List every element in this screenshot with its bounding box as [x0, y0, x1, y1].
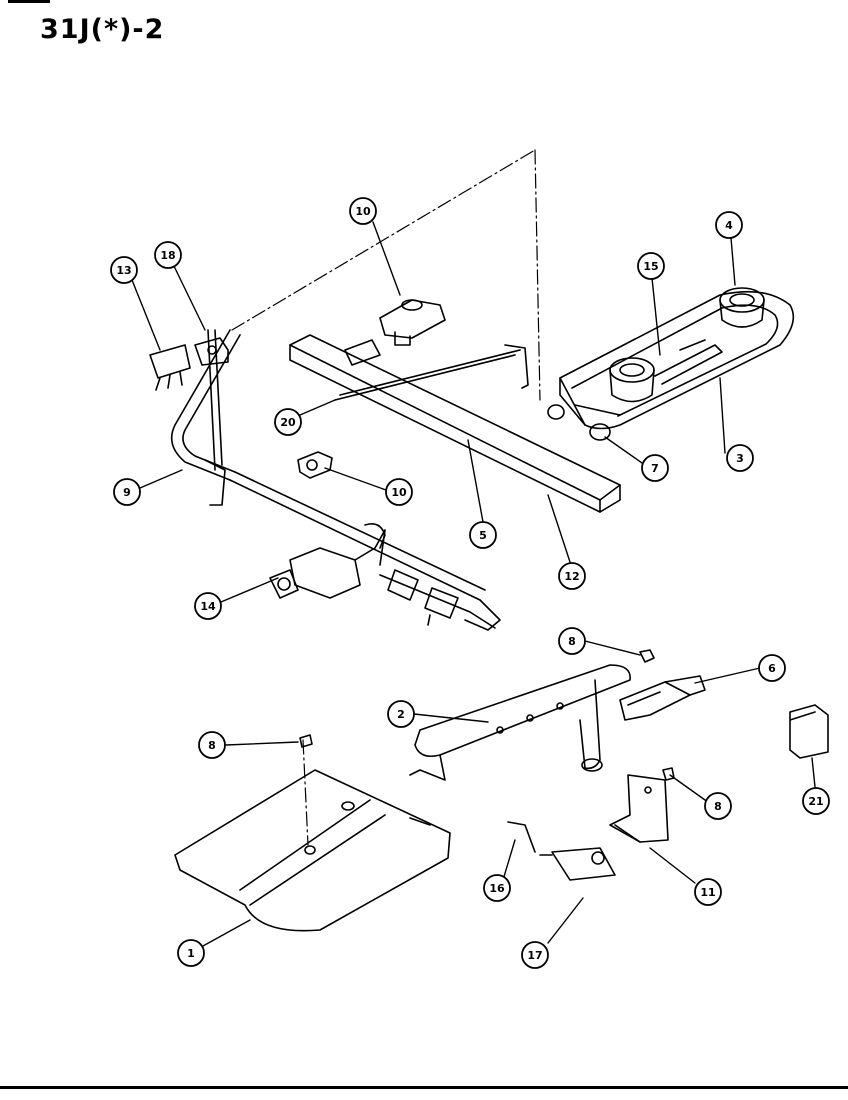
callout-18-top: 18: [154, 241, 182, 269]
small-clips: [299, 649, 675, 781]
svg-text:11: 11: [700, 886, 715, 899]
support-bracket: [609, 774, 669, 843]
callout-21: 21: [802, 787, 830, 815]
svg-text:9: 9: [123, 486, 131, 499]
svg-text:6: 6: [768, 662, 776, 675]
svg-text:17: 17: [527, 949, 542, 962]
svg-text:12: 12: [564, 570, 579, 583]
svg-text:18: 18: [160, 249, 175, 262]
callout-10-lower: 10: [385, 478, 413, 506]
callout-15: 15: [637, 252, 665, 280]
svg-text:8: 8: [208, 739, 216, 752]
svg-text:13: 13: [116, 264, 131, 277]
callout-12: 12: [558, 562, 586, 590]
lower-valve-rail: [379, 569, 496, 629]
alignment-lines: [231, 149, 541, 846]
svg-text:10: 10: [391, 486, 407, 499]
callout-5: 5: [469, 521, 497, 549]
callout-3: 3: [726, 444, 754, 472]
callout-9: 9: [113, 478, 141, 506]
page-title: 31J(*)-2: [40, 14, 165, 45]
svg-text:8: 8: [714, 800, 722, 813]
valve-rail: [289, 334, 621, 513]
svg-text:7: 7: [651, 462, 659, 475]
regulator-assembly: [507, 821, 616, 881]
orifice-holder-top: [379, 299, 446, 346]
burner-assembly: [547, 287, 795, 441]
callout-8-right: 8: [704, 792, 732, 820]
bottom-rule: [0, 1086, 848, 1089]
svg-text:4: 4: [725, 219, 733, 232]
svg-text:20: 20: [280, 416, 296, 429]
callout-2: 2: [387, 700, 415, 728]
callout-4: 4: [715, 211, 743, 239]
callout-8-top: 8: [558, 627, 586, 655]
callout-13: 13: [110, 256, 138, 284]
svg-text:2: 2: [397, 708, 405, 721]
callout-8-left: 8: [198, 731, 226, 759]
svg-text:1: 1: [187, 947, 195, 960]
callout-7: 7: [641, 454, 669, 482]
svg-text:16: 16: [489, 882, 505, 895]
callout-11: 11: [694, 878, 722, 906]
igniter: [619, 675, 706, 721]
callout-17: 17: [521, 941, 549, 969]
svg-text:21: 21: [808, 795, 823, 808]
burner-tube: [409, 664, 631, 781]
svg-text:5: 5: [479, 529, 487, 542]
leader-lines: [131, 221, 816, 947]
mounting-bracket: [149, 337, 229, 391]
callout-14: 14: [194, 592, 222, 620]
svg-text:3: 3: [736, 452, 744, 465]
svg-text:8: 8: [568, 635, 576, 648]
callout-10-top: 10: [349, 197, 377, 225]
thermostat-valve: [269, 522, 386, 599]
burner-cover-plate: [174, 769, 451, 932]
svg-text:10: 10: [355, 205, 371, 218]
top-rule: [8, 0, 50, 3]
callout-6: 6: [758, 654, 786, 682]
callout-16: 16: [483, 874, 511, 902]
orifice-holder-lower: [297, 451, 333, 479]
electrical-box: [789, 704, 829, 759]
svg-text:15: 15: [643, 260, 658, 273]
callout-1: 1: [177, 939, 205, 967]
manifold-pipe: [170, 329, 501, 631]
svg-text:14: 14: [200, 600, 216, 613]
callout-20: 20: [274, 408, 302, 436]
